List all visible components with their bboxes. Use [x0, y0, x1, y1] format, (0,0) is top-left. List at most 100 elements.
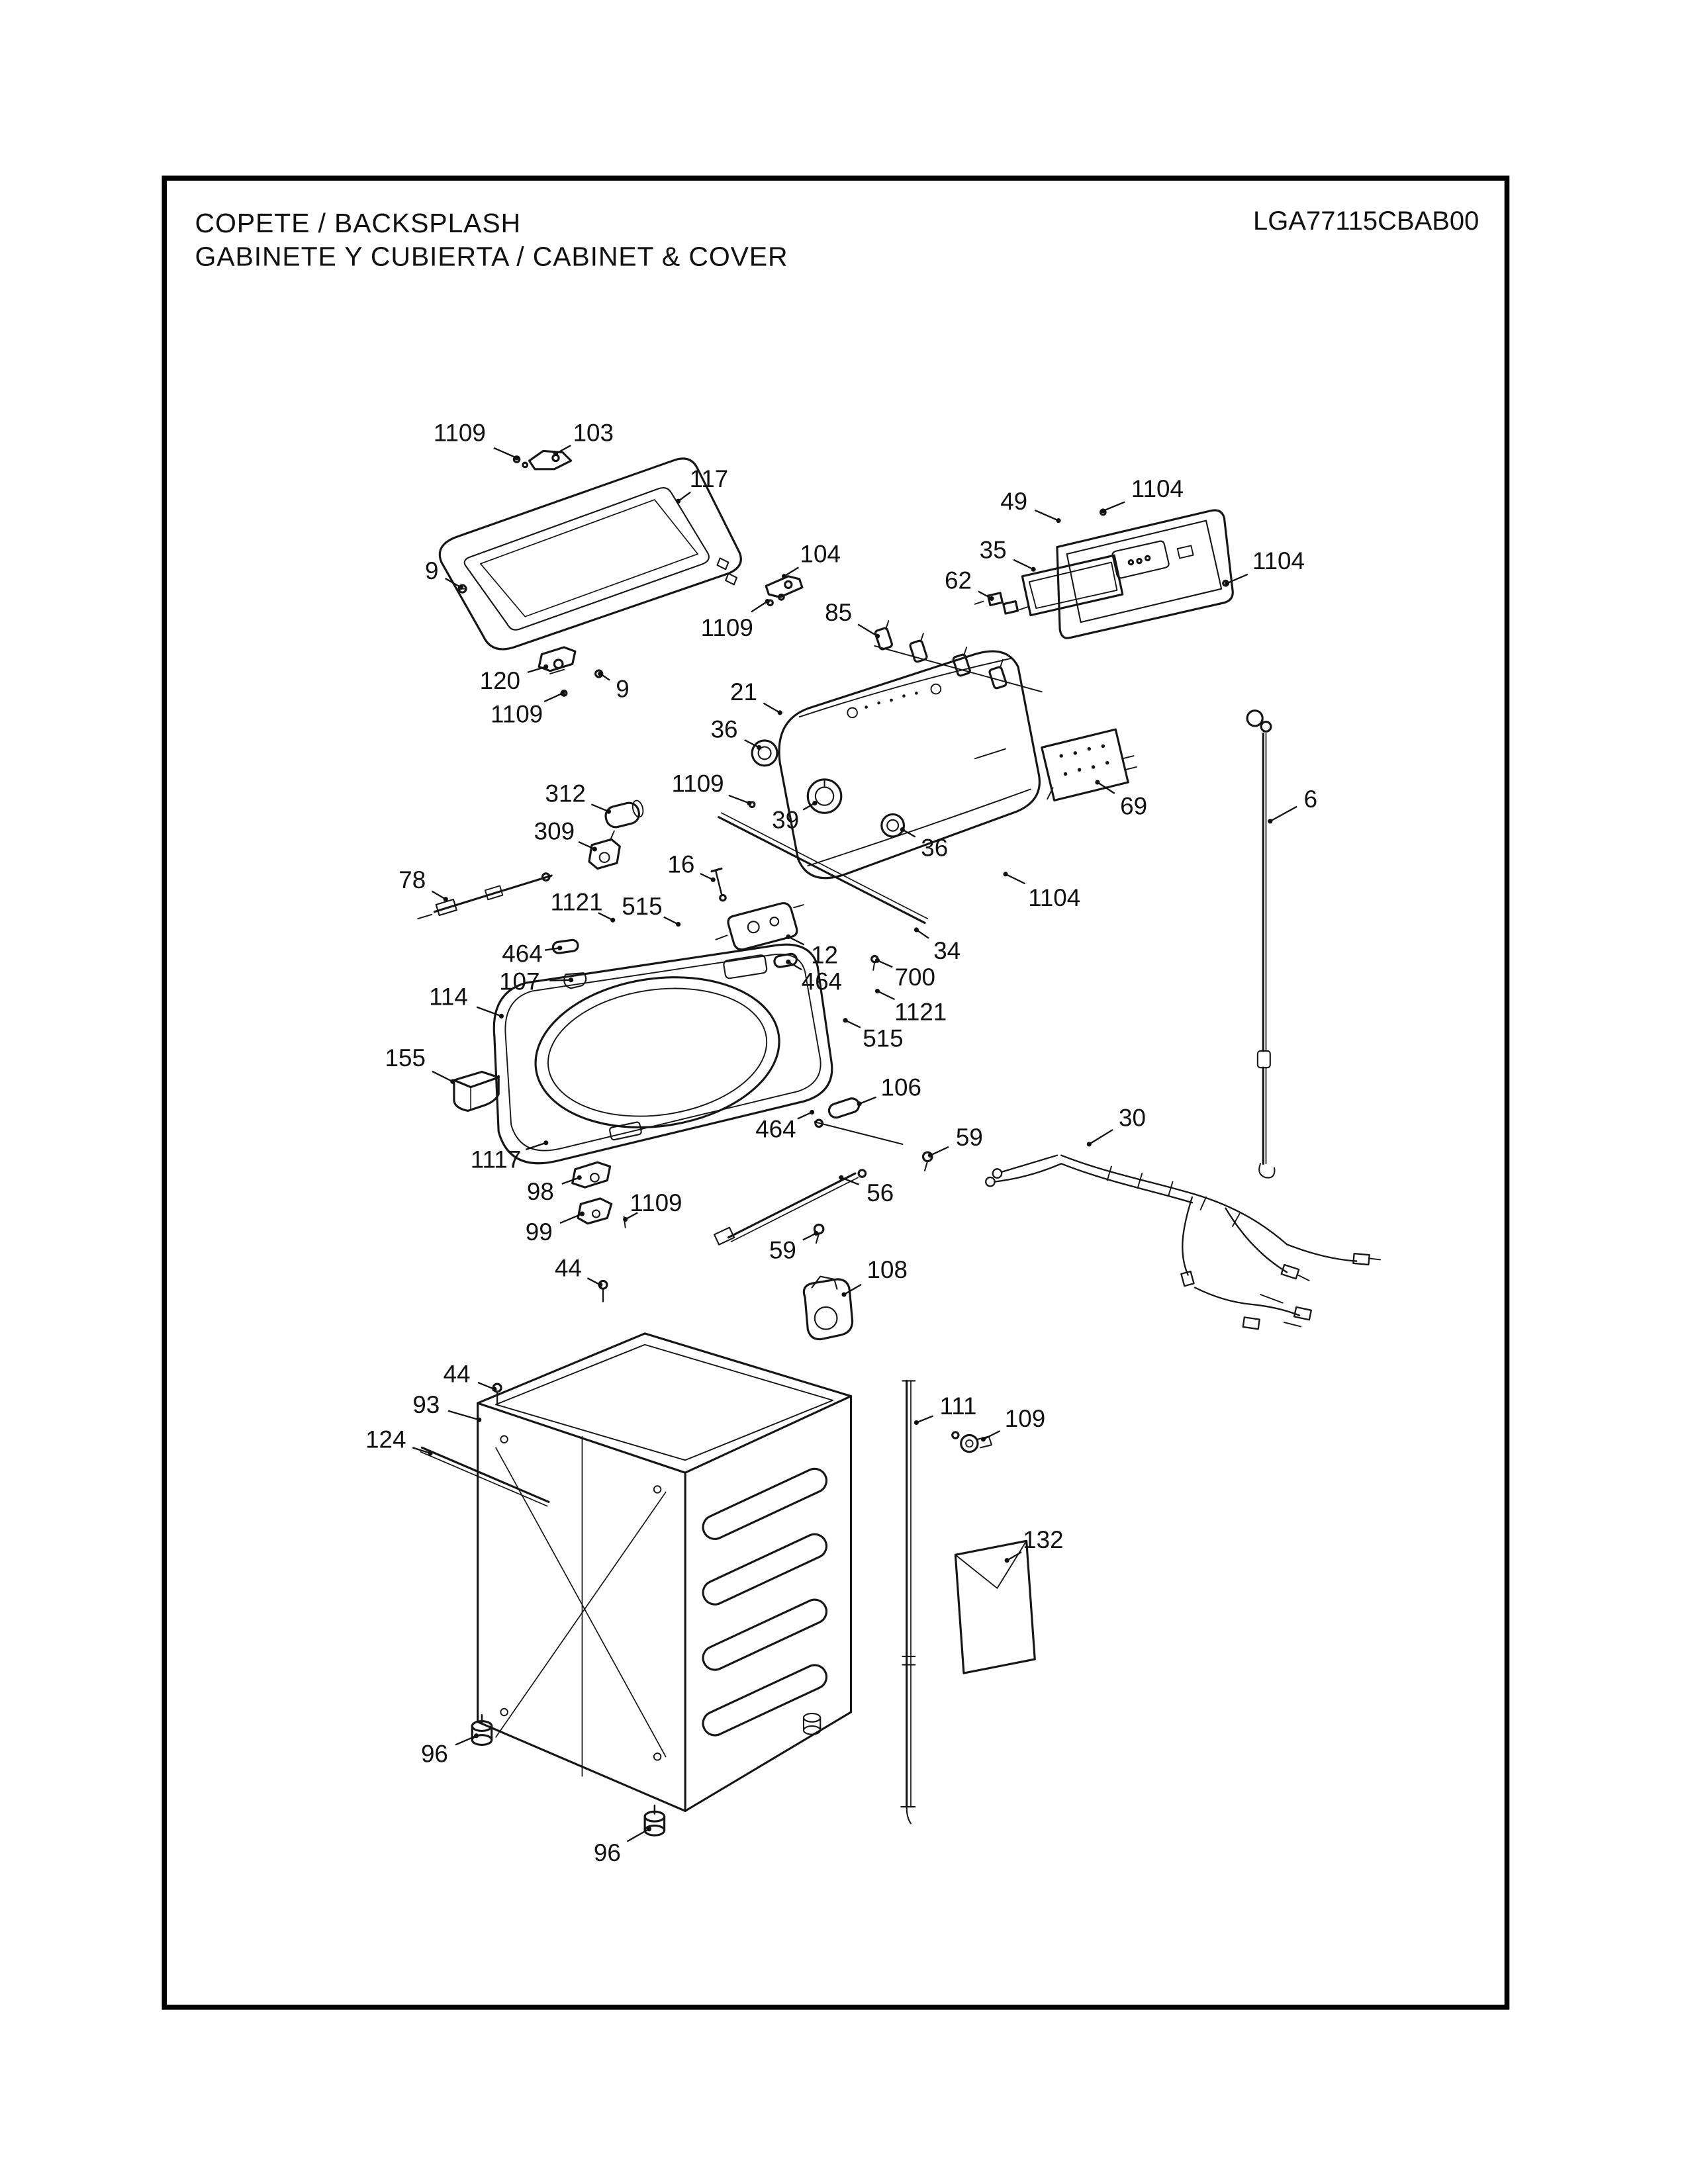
leader-endpoint	[874, 958, 880, 963]
rod-111-drawing	[900, 1379, 916, 1825]
callout-label-96: 96	[421, 1741, 448, 1768]
leader-line	[1102, 501, 1125, 512]
foot-96-left-drawing	[471, 1713, 493, 1747]
leader-endpoint	[757, 745, 762, 751]
exploded-view-artwork	[417, 449, 1381, 1837]
leader-endpoint	[1268, 819, 1273, 824]
leader-line	[841, 1177, 860, 1185]
leader-line	[1005, 873, 1026, 885]
leader-line	[902, 829, 916, 838]
part-120-drawing	[538, 646, 604, 697]
leader-endpoint	[810, 1109, 815, 1115]
callout-label-30: 30	[1119, 1105, 1146, 1132]
spacer-464-left-drawing	[551, 938, 579, 954]
callout-label-78: 78	[399, 866, 426, 893]
leader-endpoint	[914, 1420, 919, 1426]
callout-label-99: 99	[526, 1218, 553, 1246]
callout-label-109: 109	[1005, 1405, 1045, 1432]
leader-line	[432, 1070, 453, 1083]
leader-endpoint	[514, 455, 520, 461]
leader-endpoint	[765, 599, 770, 604]
leader-endpoint	[579, 1211, 585, 1216]
leader-line	[493, 447, 518, 459]
leader-line	[797, 1111, 813, 1120]
leader-endpoint	[606, 809, 612, 814]
leader-endpoint	[857, 1101, 862, 1107]
hinge-104-drawing	[765, 575, 804, 607]
control-panel-21-drawing	[751, 650, 1041, 880]
leader-line	[1013, 559, 1034, 570]
callout-label-111: 111	[940, 1392, 977, 1420]
leader-line	[763, 702, 780, 713]
callout-label-1109: 1109	[434, 420, 486, 447]
callout-label-12: 12	[811, 941, 838, 968]
leader-endpoint	[477, 1417, 482, 1422]
damper-312-drawing	[604, 799, 644, 829]
leader-line	[744, 739, 760, 749]
callout-label-120: 120	[480, 667, 520, 694]
leader-endpoint	[777, 710, 782, 715]
bracket-309-drawing	[588, 830, 621, 870]
leader-line	[626, 1828, 650, 1843]
leader-line	[915, 1415, 934, 1424]
leader-line	[929, 1146, 949, 1156]
callout-label-1109: 1109	[491, 701, 543, 728]
page-title-line1: COPETE / BACKSPLASH	[195, 208, 521, 238]
leader-endpoint	[914, 927, 919, 933]
callout-label-155: 155	[385, 1044, 426, 1071]
leader-endpoint	[543, 1140, 549, 1146]
link-78-drawing	[417, 872, 553, 920]
callout-label-464: 464	[802, 968, 842, 995]
callout-label-106: 106	[881, 1073, 921, 1101]
leader-line	[544, 947, 560, 951]
rod-56-drawing	[714, 1169, 867, 1246]
callout-label-59: 59	[769, 1236, 796, 1263]
leader-line	[1227, 573, 1248, 584]
callout-label-1104: 1104	[1028, 884, 1080, 911]
leader-endpoint	[598, 1282, 603, 1287]
leader-line	[728, 794, 750, 804]
lid-117-drawing	[438, 457, 742, 651]
callout-label-124: 124	[365, 1426, 406, 1453]
leader-line	[1270, 805, 1297, 822]
leader-line	[586, 1277, 601, 1286]
callout-label-9: 9	[425, 557, 438, 584]
callout-label-1104: 1104	[1252, 547, 1305, 574]
leader-line	[677, 491, 691, 502]
leader-endpoint	[498, 1013, 504, 1019]
callout-label-69: 69	[1120, 792, 1147, 819]
callout-label-62: 62	[945, 567, 972, 594]
leader-line	[857, 623, 878, 637]
connector-62-drawing	[974, 592, 1029, 615]
leader-line	[915, 929, 929, 939]
callout-label-132: 132	[1023, 1526, 1063, 1553]
callout-label-114: 114	[429, 983, 468, 1011]
callout-label-39: 39	[772, 806, 799, 833]
leader-line	[447, 1410, 480, 1421]
part-code: LGA77115CBAB00	[1253, 206, 1479, 236]
leader-endpoint	[676, 498, 681, 504]
callout-label-107: 107	[499, 968, 539, 995]
latch-12-drawing	[715, 902, 804, 951]
diagram-border	[162, 175, 1510, 2010]
leader-line	[982, 1430, 1001, 1440]
leader-endpoint	[874, 633, 880, 639]
clamp-109-drawing	[951, 1431, 993, 1453]
cup-155-drawing	[453, 1070, 500, 1112]
foot-96-front-drawing	[643, 1804, 666, 1837]
bracket-108-drawing	[802, 1275, 854, 1341]
bracket-98-drawing	[571, 1161, 612, 1189]
leader-line	[845, 1019, 861, 1028]
leader-endpoint	[1003, 872, 1008, 877]
rod-6-drawing	[1246, 709, 1276, 1179]
leader-endpoint	[989, 596, 994, 601]
callout-label-1109: 1109	[701, 614, 753, 641]
hinge-103-drawing	[512, 449, 573, 471]
leader-line	[431, 890, 446, 900]
callout-label-1117: 1117	[471, 1146, 521, 1173]
callout-label-312: 312	[545, 780, 585, 807]
leader-endpoint	[623, 1216, 628, 1222]
callout-label-700: 700	[895, 964, 935, 991]
leader-line	[590, 803, 609, 813]
callout-label-1121: 1121	[550, 889, 602, 916]
